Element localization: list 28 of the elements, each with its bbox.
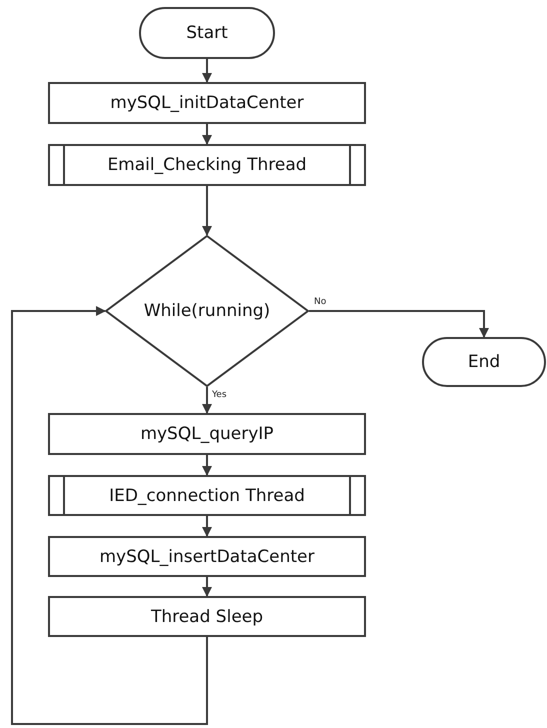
subroutine-box: [48, 475, 366, 516]
node-label: mySQL_insertDataCenter: [99, 546, 315, 566]
node-label: IED_connection Thread: [109, 486, 305, 506]
process-box: [48, 82, 366, 124]
node-label: Email_Checking Thread: [107, 155, 307, 175]
terminal-shape: [422, 337, 546, 387]
process-box: [48, 536, 366, 577]
arrow: [202, 186, 212, 236]
process-box: [48, 413, 366, 455]
node-label: End: [468, 352, 500, 372]
process-box: [48, 596, 366, 637]
edge-label: No: [313, 297, 328, 307]
arrow: [202, 516, 212, 537]
arrow: [11, 306, 208, 725]
arrow: [202, 124, 212, 145]
node-label: While(running): [144, 301, 270, 321]
node-label: mySQL_initDataCenter: [110, 93, 304, 113]
node-label: Thread Sleep: [150, 606, 264, 626]
node-label: Start: [186, 23, 228, 43]
arrow: [202, 387, 212, 414]
arrow: [202, 455, 212, 476]
edge-label: Yes: [211, 390, 228, 400]
arrow: [309, 310, 489, 338]
node-label: mySQL_queryIP: [140, 424, 274, 444]
terminal-shape: [139, 7, 275, 59]
subroutine-box: [48, 144, 366, 186]
arrow: [202, 59, 212, 83]
arrow: [202, 577, 212, 597]
